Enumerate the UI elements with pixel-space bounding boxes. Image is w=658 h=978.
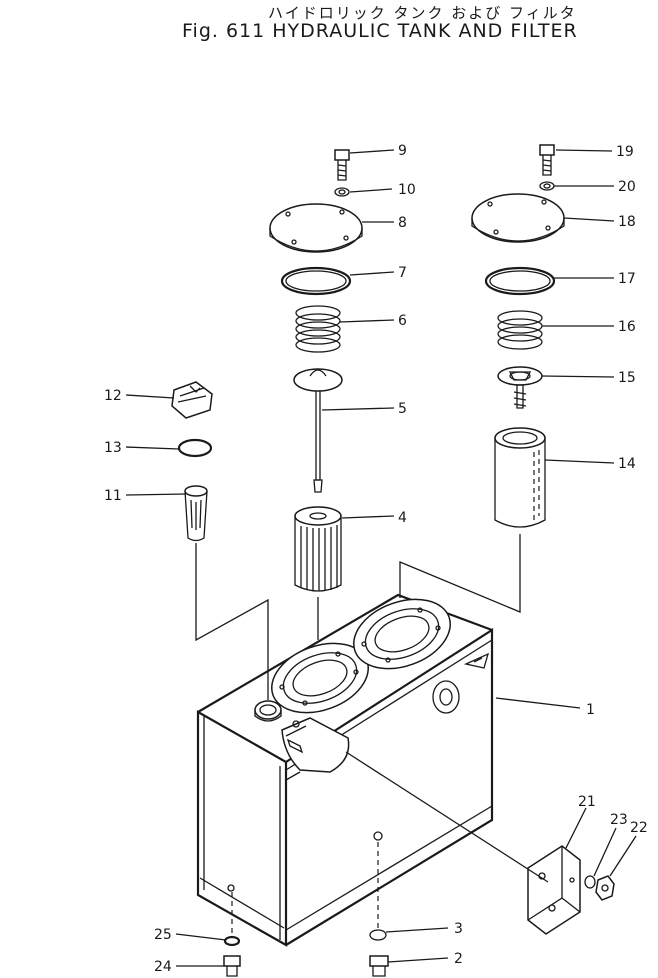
spring-6 [295,305,341,353]
callout-23: 23 [610,812,628,828]
callout-1: 1 [586,702,595,718]
filler-neck [254,700,282,722]
callout-2: 2 [454,951,463,967]
callout-6: 6 [398,313,407,329]
callout-18: 18 [618,214,636,230]
washer-25 [223,935,241,947]
figure-title: Fig. 611 HYDRAULIC TANK AND FILTER [182,20,578,42]
callout-labels: 1 2 3 4 5 6 7 8 9 10 11 12 13 14 15 16 1… [104,143,648,975]
callout-19: 19 [616,144,634,160]
callout-22: 22 [630,820,648,836]
o-ring-7 [280,266,352,296]
o-ring-17 [484,266,556,296]
callout-12: 12 [104,388,122,404]
cover-plate-8 [269,203,363,253]
callout-14: 14 [618,456,636,472]
filler-cap-12 [171,381,213,419]
cover-plate-18 [471,193,565,243]
assembly-lines [195,534,549,936]
sight-gauge-bracket [281,717,350,773]
gasket-13 [177,438,213,458]
leader-lines [125,149,637,967]
drain-plug-2 [369,955,389,977]
callout-21: 21 [578,794,596,810]
callout-15: 15 [618,370,636,386]
valve-15 [497,366,543,409]
drain-plug-24 [223,955,241,977]
callout-24: 24 [154,959,172,975]
filter-element-4 [294,506,342,592]
callout-10: 10 [398,182,416,198]
callout-13: 13 [104,440,122,456]
hydraulic-tank [196,593,494,947]
callout-3: 3 [454,921,463,937]
spring-16 [497,310,543,350]
o-ring-3 [369,929,387,941]
sight-gauge-21 [527,845,581,935]
callout-7: 7 [398,265,407,281]
bolt-9 [334,149,350,181]
callout-16: 16 [618,319,636,335]
strainer-11 [184,485,208,542]
callout-17: 17 [618,271,636,287]
callout-8: 8 [398,215,407,231]
callout-4: 4 [398,510,407,526]
bolt-19 [539,144,555,176]
filter-element-14 [494,427,546,528]
callout-5: 5 [398,401,407,417]
callout-11: 11 [104,488,122,504]
washer-23 [584,875,596,889]
callout-20: 20 [618,179,636,195]
washer-20 [539,181,555,191]
washer-10 [334,187,350,197]
tank-flange-right [353,598,451,670]
callout-9: 9 [398,143,407,159]
strainer-rod-5 [293,368,343,493]
callout-25: 25 [154,927,172,943]
nut-22 [595,875,615,901]
figure-title-japanese: ハイドロリック タンク および フィルタ [268,4,577,22]
